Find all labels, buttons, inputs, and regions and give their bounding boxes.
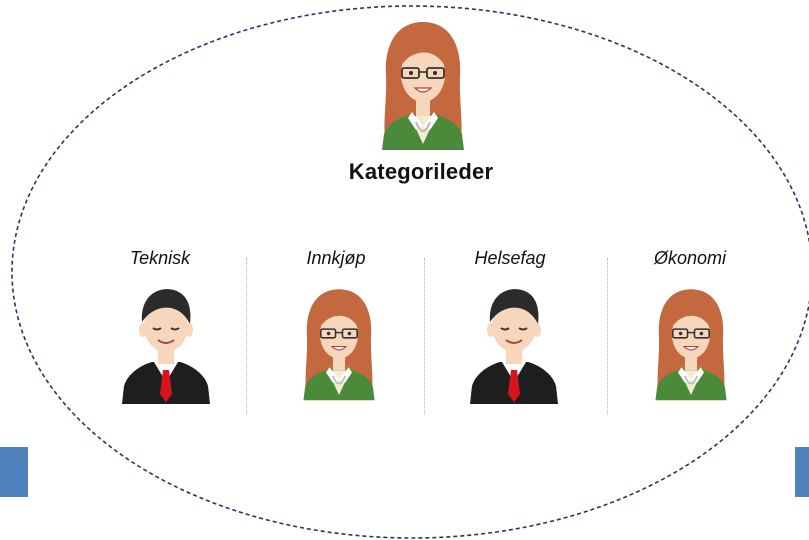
leader-avatar-woman-icon xyxy=(382,22,464,150)
column-divider xyxy=(424,258,425,414)
member-label-helsefag: Helsefag xyxy=(474,248,546,268)
leader-title: Kategorileder xyxy=(348,159,494,184)
member-label-okonomi: Økonomi xyxy=(653,248,727,268)
teknisk-avatar-man-icon xyxy=(122,289,210,404)
member-label-teknisk: Teknisk xyxy=(129,248,191,268)
column-divider xyxy=(246,258,247,414)
helsefag-avatar-man-icon xyxy=(470,289,558,404)
innkjop-avatar-woman-icon xyxy=(303,289,375,401)
okonomi-avatar-woman-icon xyxy=(655,289,727,401)
member-label-innkjop: Innkjøp xyxy=(306,248,366,268)
column-divider xyxy=(607,258,608,414)
right-connector-block xyxy=(795,447,809,497)
left-connector-block xyxy=(0,447,28,497)
